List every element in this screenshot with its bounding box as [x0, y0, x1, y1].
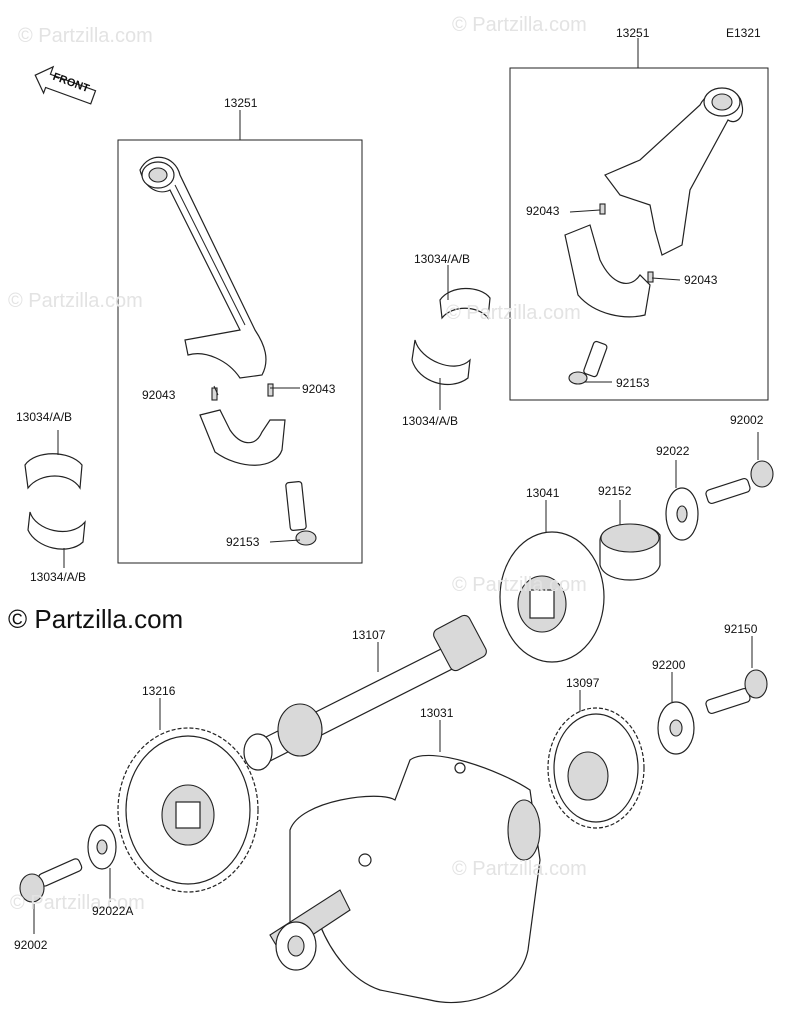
washer-92022A [87, 824, 117, 870]
label-bolt-right[interactable]: 92153 [616, 376, 650, 390]
center-bearing-halves [411, 287, 491, 386]
watermark: © Partzilla.com [10, 892, 145, 914]
left-rod-cap [199, 383, 286, 466]
washer-92200 [657, 701, 695, 755]
label-pin-right-a[interactable]: 92043 [526, 204, 560, 218]
left-connecting-rod [139, 156, 267, 379]
label-washer-right[interactable]: 92200 [652, 658, 686, 672]
label-clutch-housing[interactable]: 13041 [526, 486, 560, 500]
watermark: © Partzilla.com [452, 574, 587, 596]
gear-13097 [547, 707, 645, 829]
clutch-housing-13041 [499, 531, 605, 663]
bolt-92150 [705, 669, 768, 715]
right-bolt-92153 [568, 340, 608, 385]
label-pin-right-b[interactable]: 92043 [684, 273, 718, 287]
label-bearing-left-bottom[interactable]: 13034/A/B [30, 570, 87, 584]
washer-92022 [665, 487, 699, 541]
label-rod-left[interactable]: 13251 [224, 96, 258, 110]
label-collar[interactable]: 92152 [598, 484, 632, 498]
label-bolt-right-lower[interactable]: 92150 [724, 622, 758, 636]
collar-92152 [599, 523, 661, 581]
label-rod-right[interactable]: 13251 [616, 26, 650, 40]
bolt-92002-lower [19, 858, 83, 903]
right-connecting-rod [604, 87, 744, 256]
watermark: © Partzilla.com [446, 302, 581, 324]
label-washer-top[interactable]: 92022 [656, 444, 690, 458]
label-bolt-left-lower[interactable]: 92002 [14, 938, 48, 952]
gear-13216 [117, 727, 259, 893]
brand-logo: © Partzilla.com [8, 604, 184, 634]
right-rod-cap [564, 203, 654, 318]
label-bolt-top-right[interactable]: 92002 [730, 413, 764, 427]
label-bearing-center-bottom[interactable]: 13034/A/B [402, 414, 459, 428]
label-bearing-left-top[interactable]: 13034/A/B [16, 410, 73, 424]
left-bearing-halves [24, 453, 86, 550]
front-arrow-icon [34, 65, 97, 105]
left-bolt-92153 [285, 480, 317, 546]
label-shaft[interactable]: 13107 [352, 628, 386, 642]
watermark: © Partzilla.com [18, 25, 153, 47]
label-gear-right[interactable]: 13097 [566, 676, 600, 690]
label-crankshaft[interactable]: 13031 [420, 706, 454, 720]
watermark: © Partzilla.com [452, 858, 587, 880]
label-bolt-left[interactable]: 92153 [226, 535, 260, 549]
label-washer-left[interactable]: 92022A [92, 904, 134, 918]
label-pin-left-a[interactable]: 92043 [142, 388, 176, 402]
diagram-code: E1321 [726, 26, 761, 40]
crankshaft-13031 [269, 754, 541, 1004]
label-bearing-center-top[interactable]: 13034/A/B [414, 252, 471, 266]
right-rod-group-box [509, 67, 769, 401]
watermark: © Partzilla.com [452, 14, 587, 36]
watermark: © Partzilla.com [8, 290, 143, 312]
leader-lines [33, 38, 759, 934]
shaft-13107 [243, 614, 487, 771]
label-gear-left[interactable]: 13216 [142, 684, 176, 698]
label-pin-left-b[interactable]: 92043 [302, 382, 336, 396]
bolt-92002-top [705, 460, 774, 505]
